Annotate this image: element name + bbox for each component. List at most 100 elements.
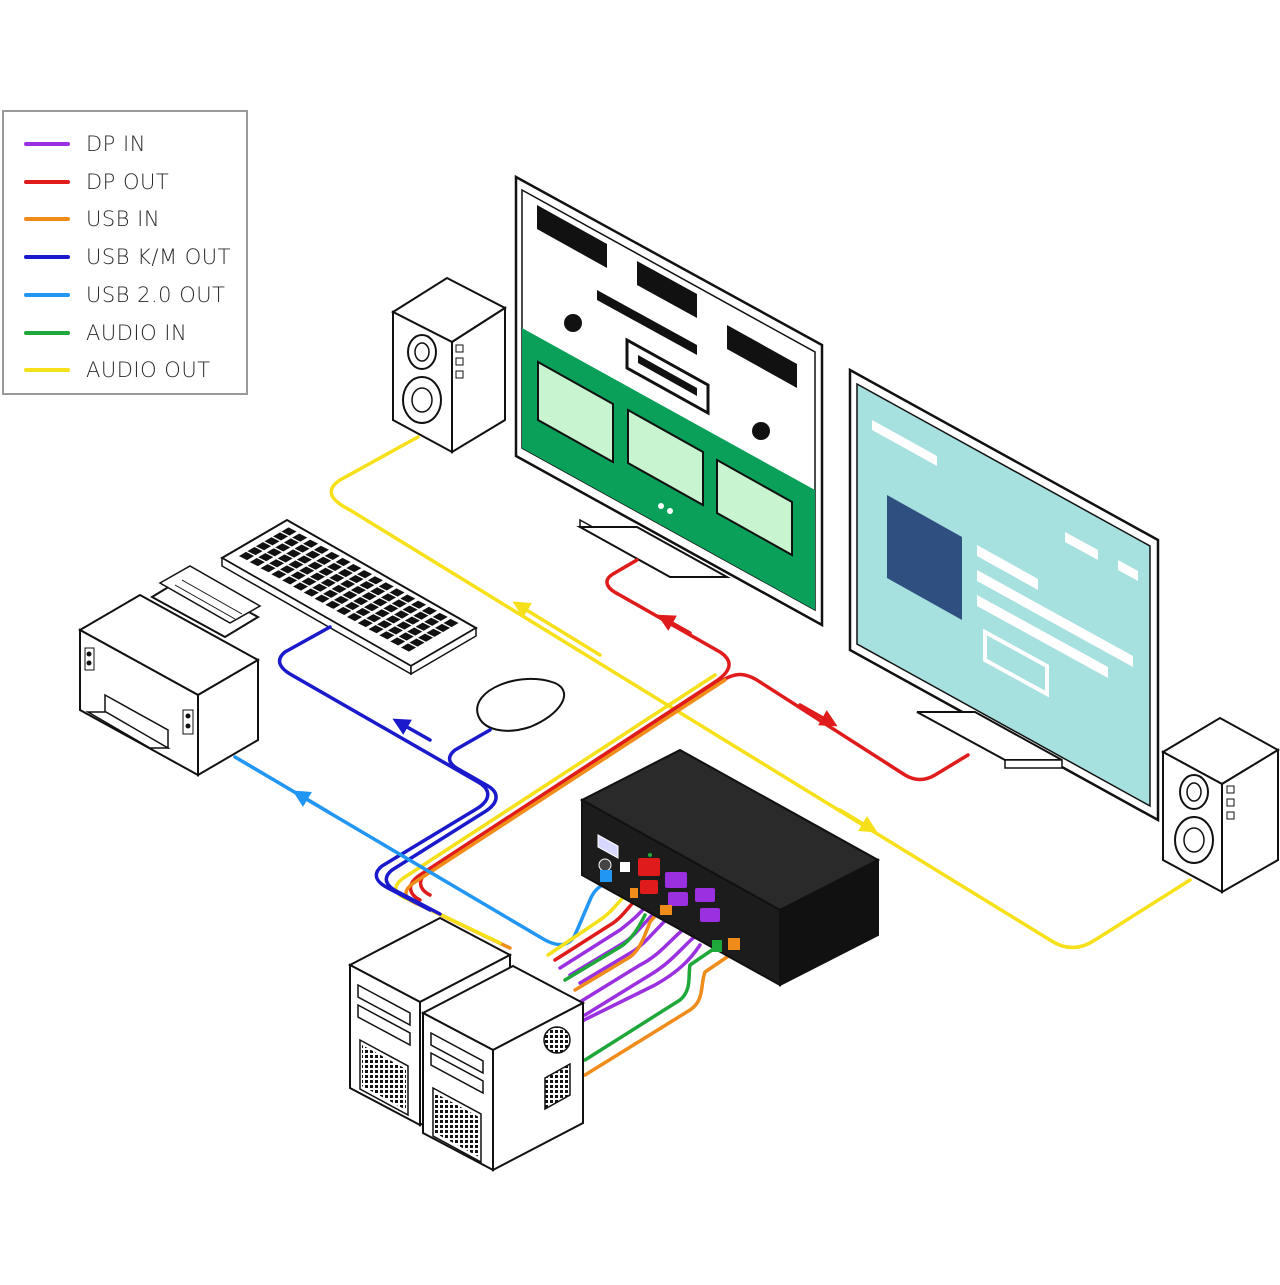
keyboard-key	[282, 576, 298, 585]
keyboard-key	[434, 623, 451, 632]
keyboard-key	[313, 545, 329, 554]
legend-label-usb-in: USB IN	[86, 207, 161, 232]
keyboard-key	[294, 544, 310, 553]
keyboard-key	[353, 597, 369, 606]
cable-dp-out-left	[408, 558, 731, 902]
keyboard-key	[264, 537, 280, 546]
keyboard-key	[316, 556, 332, 565]
keyboard-key	[303, 588, 319, 597]
keyboard-key	[421, 606, 437, 615]
keyboard-key	[387, 626, 403, 635]
keyboard-key	[271, 570, 287, 579]
legend-swatch-audio-in	[24, 330, 70, 335]
keyboard-key	[337, 568, 353, 578]
keyboard-key	[355, 608, 371, 617]
keyboard-key	[363, 603, 380, 612]
keyboard-key	[301, 577, 317, 586]
kvm-port-usb20	[600, 870, 612, 882]
keyboard-key	[325, 600, 341, 609]
keyboard-key	[432, 612, 448, 621]
keyboard-key	[394, 610, 410, 619]
cable-usb-in	[583, 953, 732, 1077]
keyboard-key	[377, 620, 393, 629]
keyboard-key	[346, 564, 362, 573]
keyboard-key	[402, 605, 418, 614]
keyboard-key	[391, 599, 407, 608]
keyboard-key	[443, 618, 459, 628]
keyboard-key	[346, 612, 363, 622]
cable-usb-km-keyboard	[277, 625, 490, 912]
cable-audio-in	[583, 946, 717, 1062]
printer	[77, 565, 262, 777]
keyboard-key	[417, 633, 434, 642]
keyboard-key	[372, 598, 388, 607]
speaker-right	[1160, 716, 1280, 894]
keyboard-key	[323, 589, 339, 598]
keyboard-key	[340, 579, 356, 589]
keyboard-key	[309, 572, 326, 581]
keyboard-key	[292, 582, 309, 591]
keyboard-key	[368, 625, 384, 634]
legend-label-usb-k-m-out: USB K/M OUT	[86, 245, 231, 270]
keyboard-key	[286, 549, 302, 558]
legend-label-usb-2-0-out: USB 2.0 OUT	[86, 282, 226, 307]
keyboard-key	[383, 604, 399, 613]
keyboard-key	[277, 554, 293, 563]
keyboard-key	[400, 643, 417, 652]
keyboard-key	[314, 594, 330, 603]
keyboard-key	[361, 592, 377, 601]
keyboard-key	[426, 628, 442, 637]
keyboard-key	[409, 638, 425, 647]
keyboard-key	[398, 632, 414, 641]
monitor-right-image-block	[887, 495, 962, 620]
keyboard-key	[249, 558, 265, 567]
keyboard-key	[366, 614, 382, 623]
keyboard-key	[279, 565, 295, 574]
keyboard-key	[370, 587, 386, 596]
keyboard-key	[378, 582, 394, 591]
keyboard-key	[266, 548, 282, 557]
keyboard-key	[380, 593, 397, 602]
keyboard-key	[385, 615, 401, 624]
legend-label-dp-out: DP OUT	[86, 169, 170, 194]
keyboard-key	[400, 594, 416, 603]
keyboard-key	[357, 570, 373, 579]
keyboard-key	[411, 600, 427, 609]
monitor-left	[514, 174, 824, 628]
legend-label-audio-in: AUDIO IN	[86, 320, 188, 345]
keyboard-key	[299, 566, 315, 575]
keyboard-key	[260, 564, 276, 573]
keyboard-key	[288, 560, 304, 569]
keyboard-key	[359, 581, 375, 590]
keyboard-key	[255, 542, 272, 551]
keyboard-key	[396, 621, 412, 630]
legend-item-usb-k-m-out: USB K/M OUT	[24, 242, 231, 272]
keyboard-key	[374, 609, 390, 618]
speaker-left	[390, 276, 507, 454]
keyboard-key	[357, 619, 373, 628]
keyboard-key	[390, 637, 406, 646]
legend-swatch-usb-in	[24, 217, 70, 222]
legend-label-dp-in: DP IN	[86, 132, 146, 156]
keyboard-key	[342, 590, 358, 600]
keyboard-key	[424, 617, 440, 626]
kvm-switch	[579, 748, 881, 987]
keyboard-key	[307, 561, 323, 570]
keyboard-key	[292, 533, 308, 542]
keyboard-key	[238, 551, 255, 561]
keyboard-key	[344, 601, 360, 611]
keyboard-key	[312, 583, 328, 592]
keyboard-key	[333, 595, 349, 604]
keyboard-key	[348, 575, 364, 584]
keyboard-key	[379, 631, 395, 640]
keyboard-key	[290, 571, 306, 580]
keyboard-key	[324, 551, 340, 560]
keyboard-key	[413, 611, 429, 620]
keyboard-key	[407, 627, 423, 636]
legend-swatch-usb-k-m-out	[24, 255, 70, 260]
legend-swatch-audio-out	[24, 368, 70, 373]
cables	[233, 435, 1192, 1077]
legend-swatch-dp-out	[24, 179, 70, 184]
